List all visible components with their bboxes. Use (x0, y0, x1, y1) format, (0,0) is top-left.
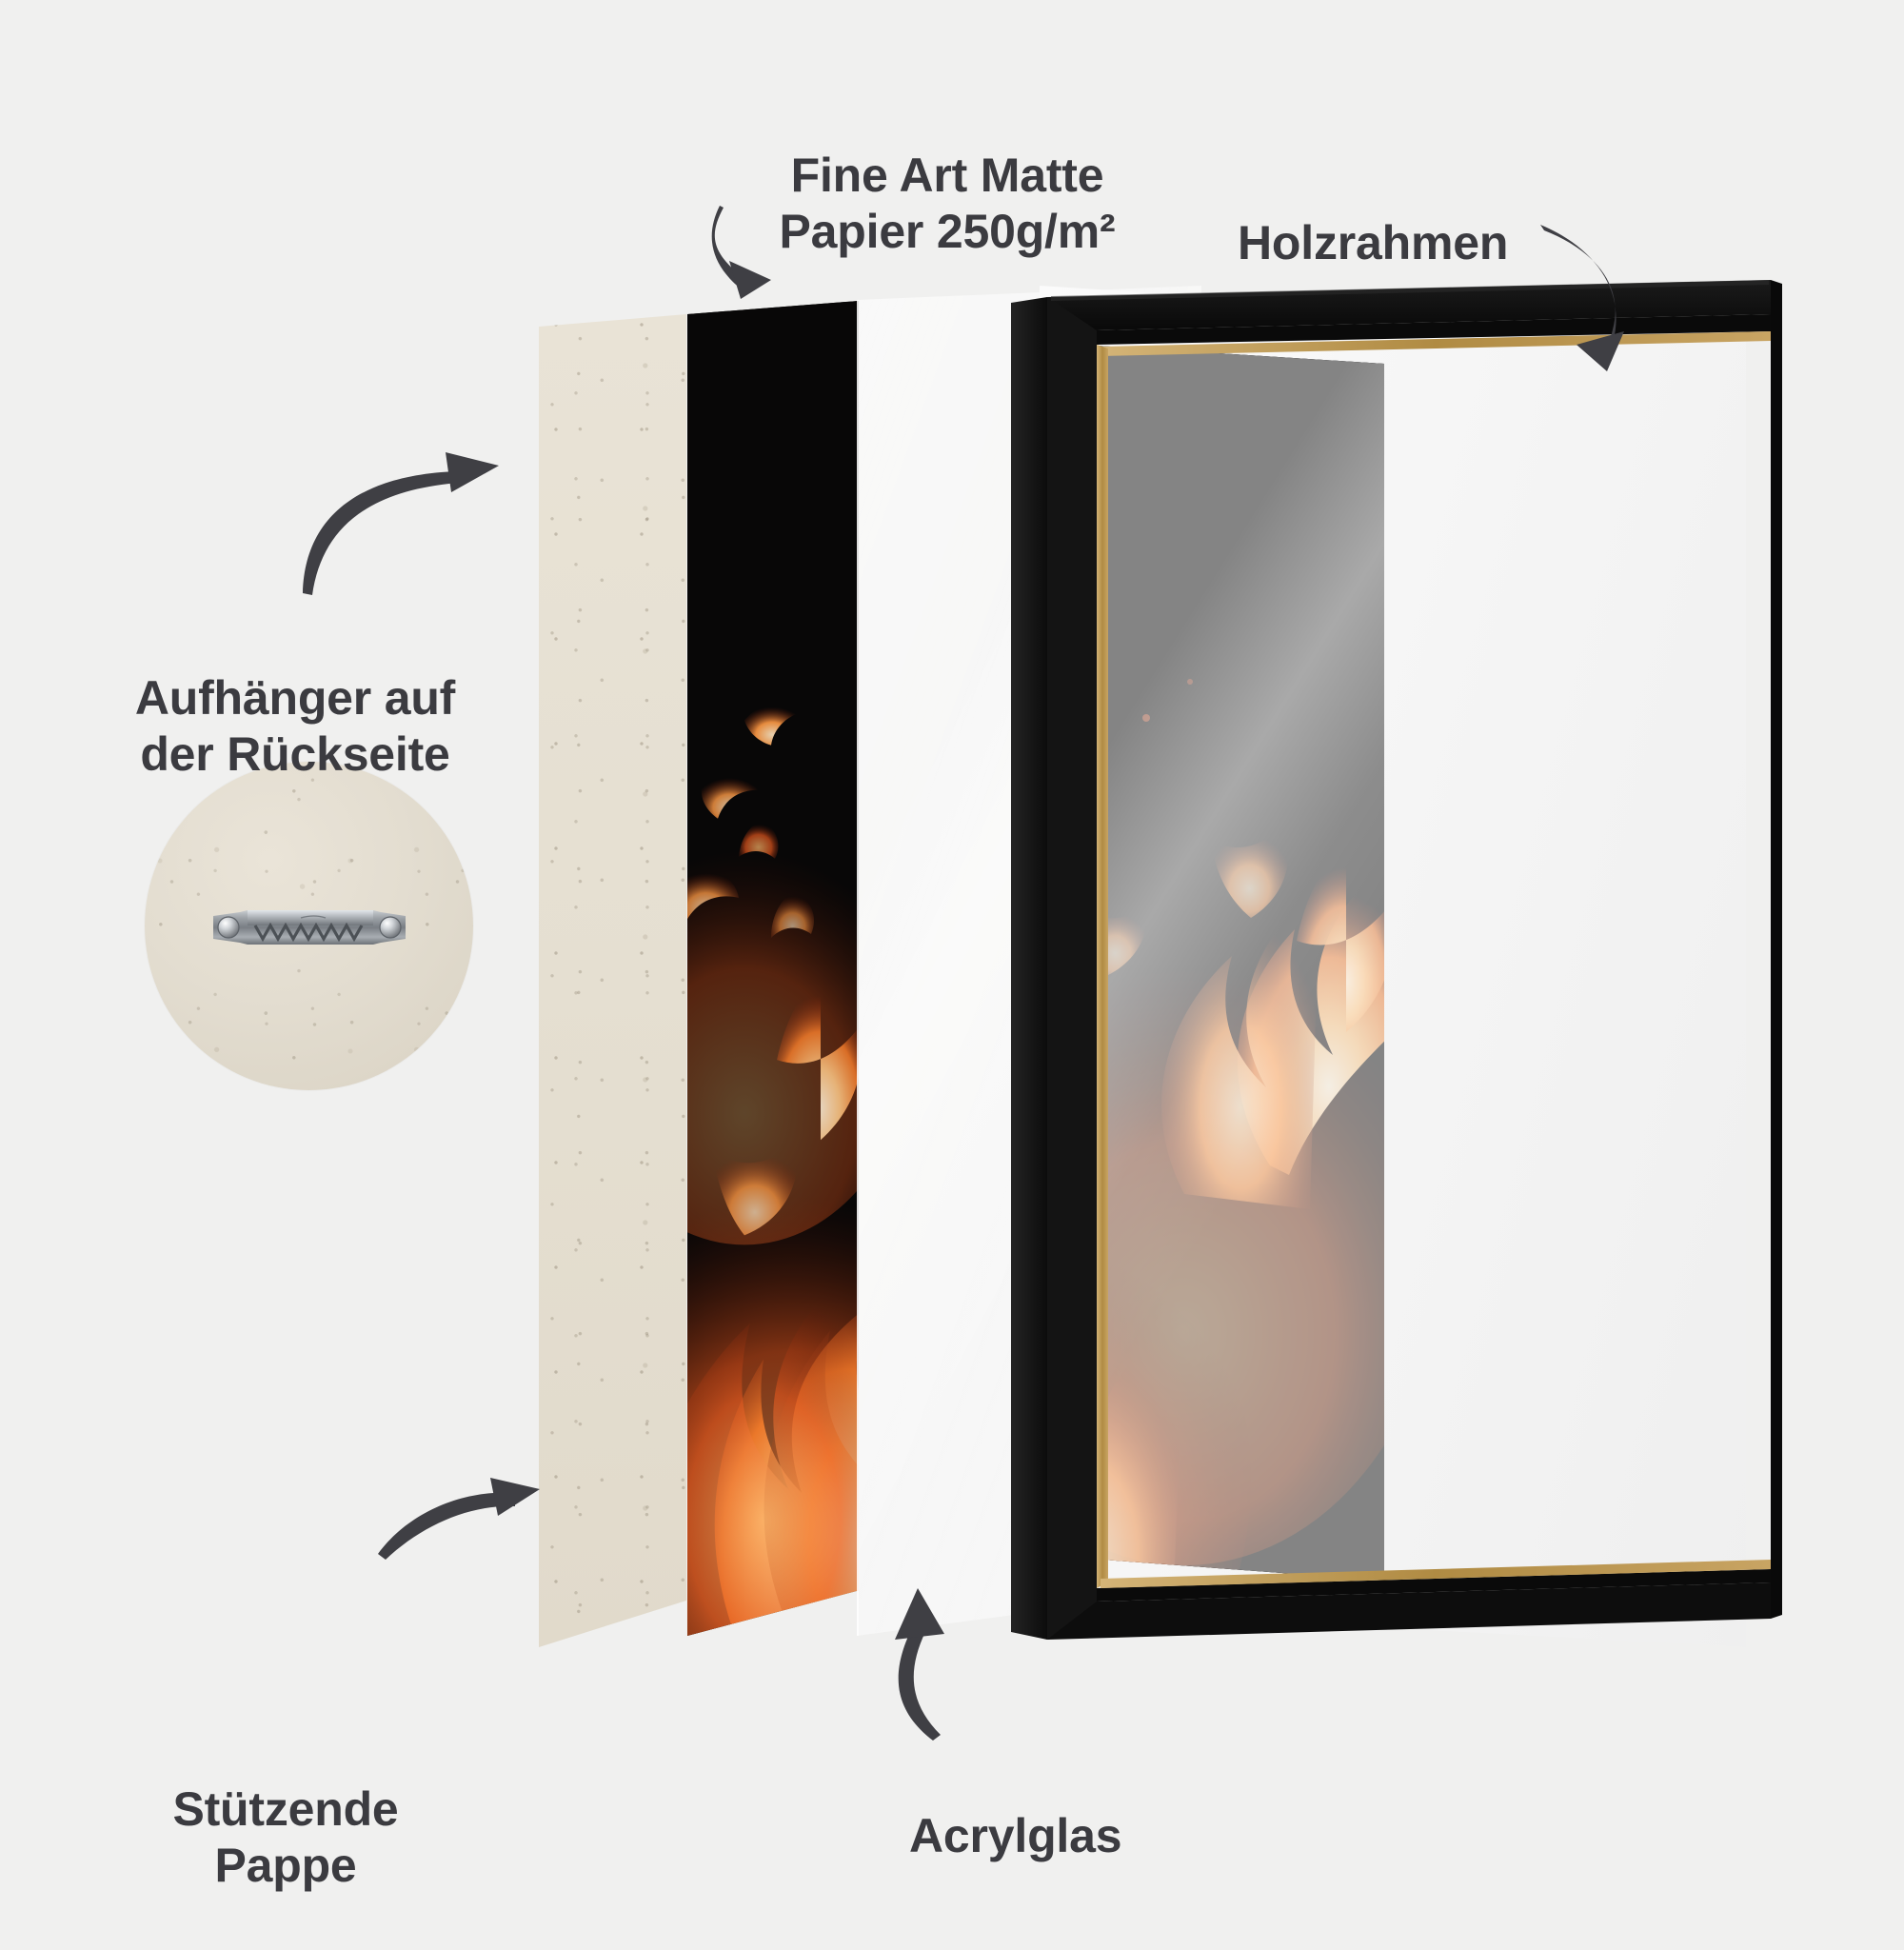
flame-artwork-left (687, 301, 859, 1636)
printed-paper-layer (687, 301, 859, 1636)
wooden-frame-layer (1011, 280, 1782, 1640)
label-hanger-back-text: Aufhänger auf der Rückseite (134, 671, 456, 781)
label-acrylic-glass: Acrylglas (909, 1752, 1290, 1920)
label-supporting-cardboard: Stützende Pappe (105, 1725, 466, 1950)
label-supporting-cardboard-text: Stützende Pappe (172, 1782, 399, 1892)
arrow-to-backing-board (303, 452, 499, 595)
label-fine-art-paper-text: Fine Art Matte Papier 250g/m² (779, 149, 1116, 258)
label-wooden-frame: Holzrahmen (1238, 159, 1618, 328)
hanger-detail-circle (145, 762, 473, 1090)
arrow-to-cardboard (378, 1478, 540, 1560)
label-fine-art-paper: Fine Art Matte Papier 250g/m² (724, 91, 1171, 316)
arrow-to-acrylic-glass (895, 1588, 944, 1741)
arrow-to-frame (1540, 225, 1624, 371)
exploded-product-diagram: Fine Art Matte Papier 250g/m² Holzrahmen… (86, 91, 1782, 1892)
cardboard-grain-texture (539, 314, 686, 1647)
label-wooden-frame-text: Holzrahmen (1238, 216, 1509, 269)
arrow-to-paper (711, 206, 771, 299)
backing-board-layer (539, 314, 686, 1647)
sawtooth-hanger-icon (212, 909, 406, 945)
label-acrylic-glass-text: Acrylglas (909, 1809, 1122, 1862)
label-hanger-back: Aufhänger auf der Rückseite (86, 614, 505, 839)
